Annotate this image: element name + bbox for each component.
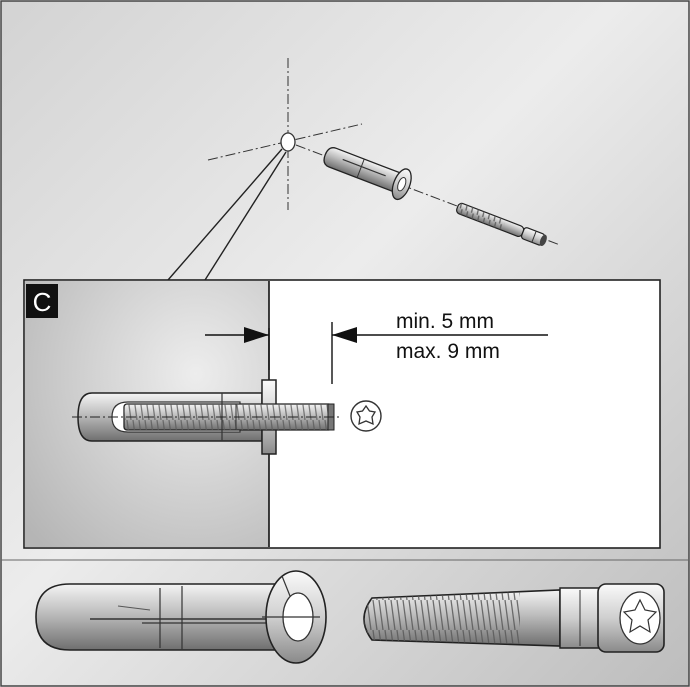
detail-badge-label: C (33, 287, 52, 317)
drill-hole (280, 132, 296, 152)
bolt-large (363, 583, 665, 653)
anchor-sleeve-large (35, 570, 327, 664)
dimension-min-label: min. 5 mm (396, 310, 494, 333)
dimension-max-label: max. 9 mm (396, 340, 500, 363)
detail-panel-c: C (23, 279, 661, 549)
anchor-installed (72, 379, 342, 455)
top-assembly-scene (167, 58, 561, 281)
detail-badge (26, 284, 58, 318)
bolt-small (456, 202, 547, 247)
dimension-indicator (205, 322, 548, 384)
torx-drive-icon (350, 400, 382, 432)
anchor-sleeve-small (323, 147, 412, 201)
